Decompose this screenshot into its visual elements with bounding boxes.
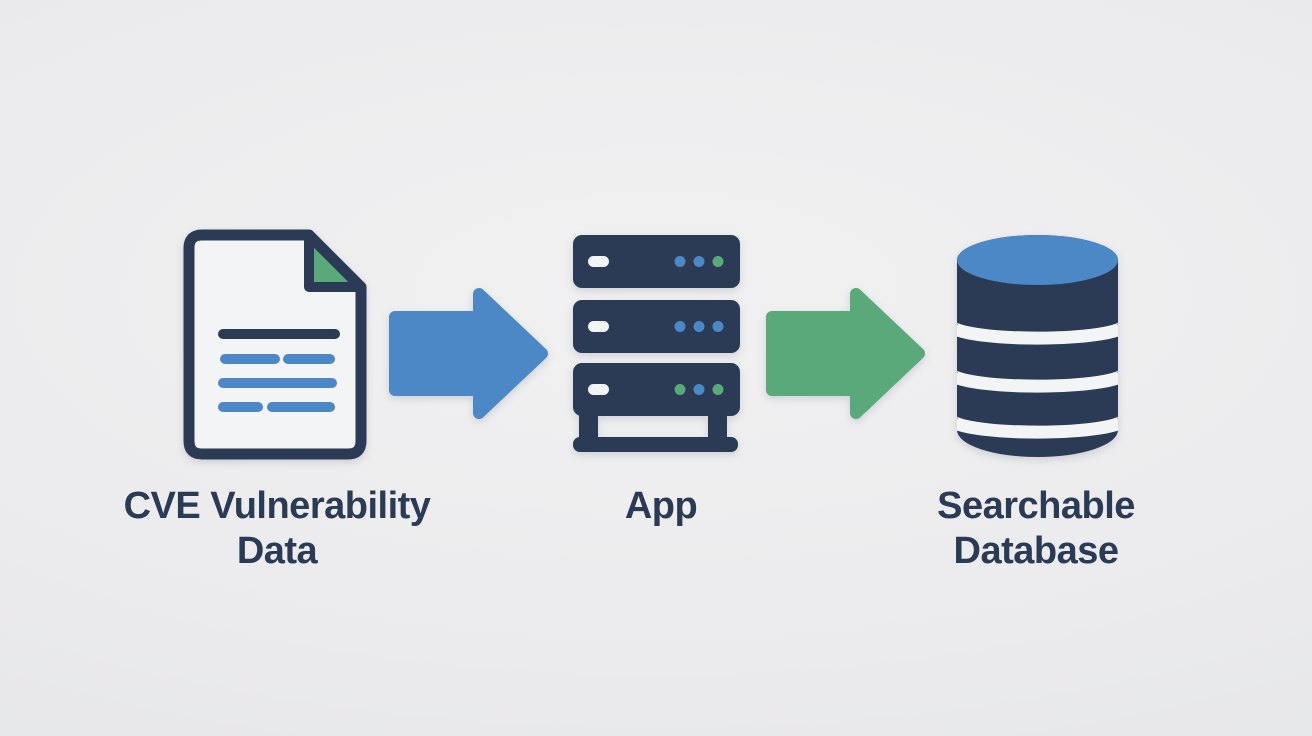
server-legs: [573, 411, 738, 452]
arrow-right-icon-2: [766, 288, 925, 419]
arrow-shape: [389, 288, 548, 419]
node-label-line2: Data: [236, 530, 318, 572]
database-cylinder: [957, 235, 1118, 457]
node-label-searchable-database: Searchable Database: [937, 484, 1135, 574]
arrow-shape: [766, 288, 925, 419]
database-icon: [957, 235, 1118, 457]
node-label-line1: Searchable: [937, 485, 1135, 527]
node-label-line1: App: [624, 485, 698, 527]
server-icon: [573, 235, 740, 452]
server-rack-row-3: [573, 363, 740, 416]
server-rack-row-2: [573, 300, 740, 353]
document-outline: [183, 229, 367, 460]
arrow-right-icon-1: [389, 288, 548, 419]
server-rack-row-1: [573, 235, 740, 288]
node-label-line2: Database: [953, 530, 1119, 572]
node-label-cve-data: CVE Vulnerability Data: [124, 484, 431, 574]
node-label-app: App: [624, 484, 698, 529]
document-text-lines: [218, 329, 340, 412]
database-top-cap: [957, 235, 1118, 285]
node-label-line1: CVE Vulnerability: [123, 485, 431, 527]
document-icon: [183, 229, 367, 460]
database-disk-separators: [957, 321, 1118, 439]
